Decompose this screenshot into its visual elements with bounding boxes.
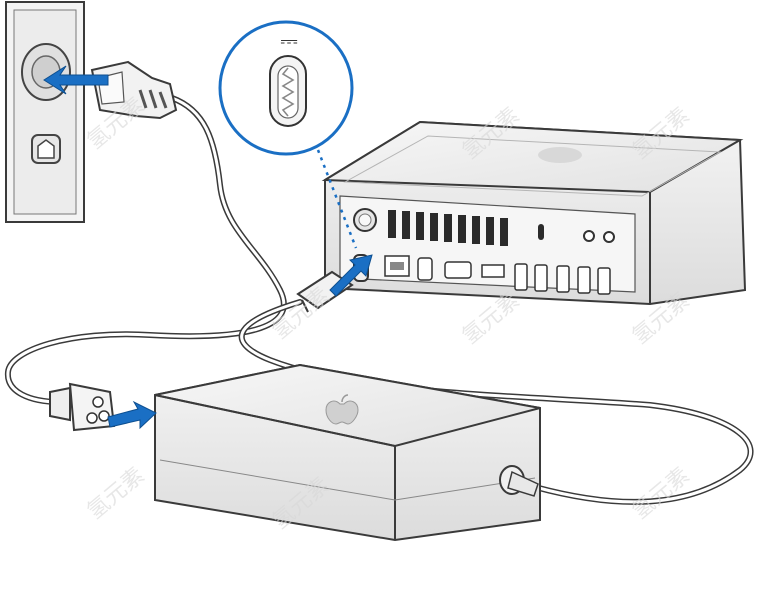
wall-plug	[90, 60, 178, 120]
apple-logo-icon	[325, 394, 359, 425]
mac-mini-back-panel	[339, 195, 636, 295]
mini-displayport[interactable]	[444, 261, 472, 279]
callout-leader-line	[316, 149, 358, 249]
arrow-to-mac-icon	[329, 254, 373, 297]
vent-grille	[388, 210, 508, 246]
power-button[interactable]	[353, 208, 377, 232]
dc-in-port-closeup	[269, 55, 307, 127]
firewire-port[interactable]	[417, 257, 433, 281]
power-cords	[4, 95, 754, 505]
mac-mini	[321, 120, 747, 306]
audio-in-port[interactable]	[583, 230, 595, 242]
arrow-to-wall-icon	[43, 65, 109, 95]
wall-outlet	[5, 1, 85, 223]
phone-jack	[31, 134, 61, 164]
svg-text:氢元素: 氢元素	[458, 288, 525, 350]
ethernet-port[interactable]	[384, 255, 410, 277]
dc-symbol: ⎓	[280, 29, 298, 54]
adapter-ac-connector	[49, 382, 116, 432]
insert-arrows	[43, 65, 373, 430]
dc-in-callout: ⎓	[218, 20, 358, 249]
dc-output-connector	[499, 465, 539, 497]
audio-out-port[interactable]	[603, 231, 615, 243]
power-adapter	[154, 363, 541, 542]
hdmi-port[interactable]	[481, 264, 505, 278]
security-slot	[538, 224, 544, 240]
svg-text:氢元素: 氢元素	[83, 463, 150, 525]
usb-ports[interactable]	[514, 263, 611, 295]
arrow-to-adapter-icon	[107, 400, 157, 430]
top-apple-logo-icon	[538, 147, 582, 163]
